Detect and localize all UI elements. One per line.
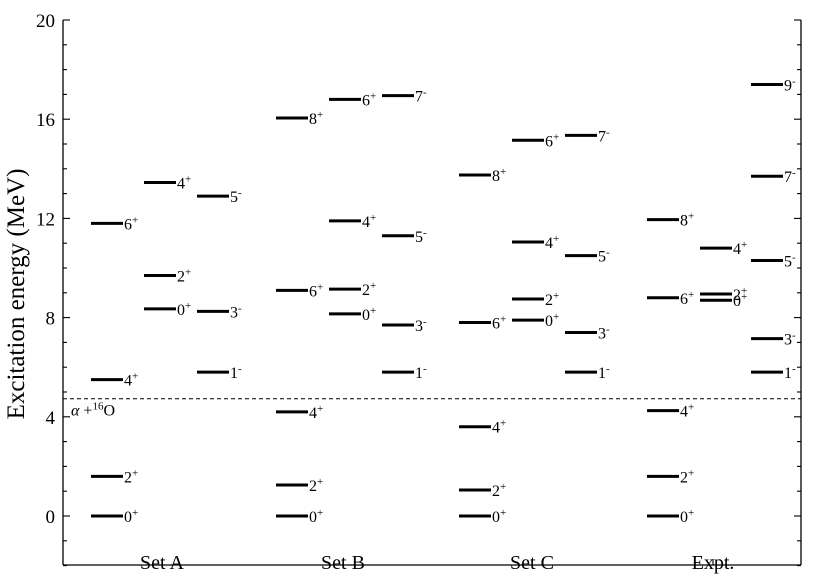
level-label: 3- [415, 316, 427, 335]
level-label: 6+ [309, 281, 323, 300]
y-tick-label: 0 [46, 507, 56, 528]
y-axis-label: Excitation energy (MeV) [3, 169, 30, 420]
level-label: 5- [598, 247, 610, 266]
x-tick-label: Set A [140, 552, 184, 574]
level-label: 1- [415, 363, 427, 382]
x-tick-label: Expt. [692, 552, 735, 574]
level-label: 8+ [680, 211, 694, 230]
level-label: 4+ [362, 212, 376, 231]
y-tick-label: 8 [46, 309, 56, 330]
level-label: 3- [784, 330, 796, 349]
level-label: 0+ [124, 507, 138, 526]
level-label: 0+ [362, 305, 376, 324]
level-label: 2+ [177, 266, 191, 285]
level-label: 2+ [680, 467, 694, 486]
threshold-label: α +16O [71, 401, 115, 420]
level-label: 4+ [680, 402, 694, 421]
level-label: 7- [784, 167, 796, 186]
level-label: 5- [415, 227, 427, 246]
level-label: 4+ [492, 418, 506, 437]
y-tick-label: 4 [46, 408, 56, 429]
y-tick-label: 12 [36, 209, 55, 230]
level-label: 2+ [309, 476, 323, 495]
level-label: 6+ [492, 314, 506, 333]
level-label: 4+ [545, 233, 559, 252]
level-label: 8+ [309, 109, 323, 128]
level-label: 3- [230, 302, 242, 321]
level-label: 4+ [124, 371, 138, 390]
level-label: 2+ [545, 290, 559, 309]
level-label: 4+ [733, 239, 747, 258]
level-label: 5- [230, 187, 242, 206]
level-label: 8+ [492, 166, 506, 185]
level-label: 2+ [492, 481, 506, 500]
level-label: 0+ [545, 311, 559, 330]
level-label: 1- [230, 363, 242, 382]
level-label: 5- [784, 252, 796, 271]
level-label: 3- [598, 323, 610, 342]
level-label: 0+ [492, 507, 506, 526]
level-label: 1- [784, 363, 796, 382]
x-tick-label: Set C [510, 552, 554, 574]
level-label: 6+ [680, 289, 694, 308]
level-label: 7- [415, 87, 427, 106]
level-label: 2+ [362, 280, 376, 299]
level-label: 4+ [177, 173, 191, 192]
level-label: 0+ [309, 507, 323, 526]
y-tick-label: 16 [36, 110, 55, 131]
level-label: 2+ [733, 285, 747, 304]
level-label: 0+ [680, 507, 694, 526]
plot-marks: α +16O0+2+4+6+0+2+4+1-3-5-0+2+4+6+8+0+2+… [63, 75, 801, 526]
level-label: 9- [784, 75, 796, 94]
level-label: 2+ [124, 467, 138, 486]
level-label: 0+ [177, 300, 191, 319]
y-tick-label: 20 [36, 11, 55, 32]
level-label: 0+ [733, 291, 747, 310]
x-tick-label: Set B [321, 552, 365, 574]
level-label: 4+ [309, 403, 323, 422]
level-label: 1- [598, 363, 610, 382]
level-label: 7- [598, 126, 610, 145]
level-label: 6+ [545, 131, 559, 150]
level-label: 6+ [362, 90, 376, 109]
level-label: 6+ [124, 214, 138, 233]
